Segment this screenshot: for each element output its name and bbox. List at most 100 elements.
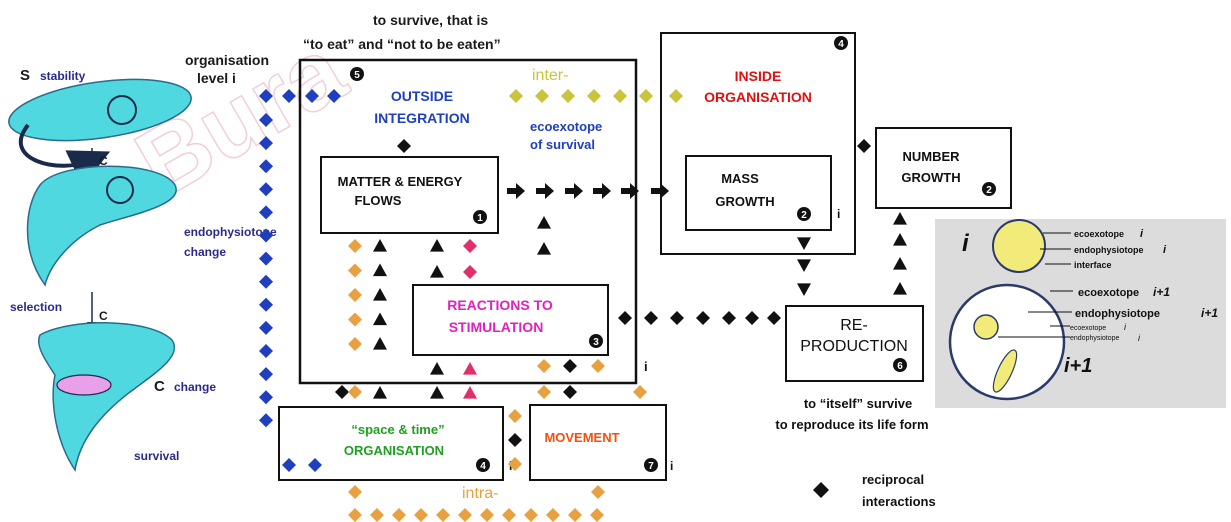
black-diamond	[857, 139, 871, 153]
stability-label: stability	[40, 69, 86, 83]
black-diamond	[563, 359, 577, 373]
orange-diamond	[633, 385, 647, 399]
reactions-line2: STIMULATION	[449, 319, 544, 335]
yellow-diamond	[561, 89, 575, 103]
black-triangle	[893, 282, 907, 295]
cell-shape-3	[38, 322, 176, 472]
inside-number: 4	[838, 39, 844, 50]
matter-number-badge	[473, 210, 487, 224]
black-triangle	[893, 212, 907, 225]
blue-diamond	[259, 251, 273, 266]
inside-line2: ORGANISATION	[704, 89, 812, 105]
black-triangle	[537, 242, 551, 255]
inset-small-ecoexotope-i: i	[1124, 322, 1127, 332]
blue-diamond	[259, 228, 273, 243]
orange-diamond	[480, 508, 494, 522]
blue-diamond	[259, 320, 273, 335]
c-label-1: C	[99, 154, 108, 168]
orange-diamond	[591, 359, 605, 373]
blue-diamond	[259, 159, 273, 174]
orange-diamond	[568, 508, 582, 522]
ecoexotope-survival-line2: of survival	[530, 137, 595, 152]
mass-line1: MASS	[721, 171, 759, 186]
inset-ecoexotope-i: i	[1140, 228, 1144, 240]
orange-diamond	[508, 457, 522, 471]
orange-diamond	[458, 508, 472, 522]
reproduction-line1: RE-	[840, 317, 868, 334]
selection-label: selection	[10, 300, 62, 314]
left-panel: S stability C endophysiotope change sele…	[8, 67, 277, 472]
black-triangle	[430, 362, 444, 375]
pink-triangle	[463, 386, 477, 399]
outside-title-line1: OUTSIDE	[391, 88, 453, 104]
inset-endophysiotope2: endophysiotope	[1075, 308, 1160, 320]
yellow-diamond	[639, 89, 653, 103]
orange-diamond	[348, 508, 362, 522]
orange-diamond	[348, 485, 362, 499]
number-line1: NUMBER	[902, 149, 960, 164]
black-triangle	[430, 265, 444, 278]
orange-diamond	[414, 508, 428, 522]
orange-diamond	[348, 263, 362, 278]
matter-number: 1	[477, 213, 483, 224]
cell-shape-2	[26, 165, 177, 287]
blue-diamond	[259, 113, 273, 127]
mass-number-badge	[797, 207, 811, 221]
reactions-number: 3	[593, 337, 599, 348]
blue-diamond	[282, 458, 296, 472]
repro-caption-line2: to reproduce its life form	[775, 417, 928, 432]
right-arrow	[621, 183, 639, 199]
nucleus-circle-2	[106, 176, 134, 204]
yellow-diamond	[509, 89, 523, 103]
inset-circle-i	[992, 219, 1046, 273]
number-number: 2	[986, 185, 992, 196]
black-triangle	[797, 259, 811, 272]
yellow-diamond	[669, 89, 683, 103]
inset-endophysiotope: endophysiotope	[1074, 245, 1144, 255]
black-triangle	[373, 288, 387, 301]
space-line2: ORGANISATION	[344, 443, 444, 458]
movement-number-badge	[644, 458, 658, 472]
black-diamond	[767, 311, 781, 325]
space-number: 4	[480, 461, 486, 472]
movement-number: 7	[648, 461, 654, 472]
nucleus-ellipse-3	[56, 374, 112, 396]
endophysiotope-label: endophysiotope	[184, 225, 277, 239]
pink-diamond	[463, 239, 477, 253]
inset-ecoexotope: ecoexotope	[1074, 229, 1124, 239]
inset-interface: interface	[1074, 260, 1112, 270]
inset-ecoexotope2-i: i+1	[1153, 285, 1170, 299]
orange-diamond	[524, 508, 538, 522]
survival-label: survival	[134, 449, 179, 463]
black-diamond	[508, 433, 522, 447]
space-number-badge	[476, 458, 490, 472]
blue-diamond	[259, 182, 273, 197]
pink-triangle	[463, 362, 477, 375]
legend-diamond	[813, 482, 829, 498]
black-diamond	[563, 385, 577, 399]
inside-line1: INSIDE	[735, 68, 782, 84]
orange-diamond	[348, 337, 362, 351]
inside-organisation-box	[660, 32, 856, 255]
orange-diamond	[370, 508, 384, 522]
reactions-box	[412, 284, 609, 356]
right-arrow	[536, 183, 554, 199]
black-diamond	[670, 311, 684, 325]
org-level-line1: organisation	[185, 52, 269, 68]
mass-number: 2	[801, 210, 807, 221]
black-diamond	[397, 139, 411, 153]
black-triangle	[797, 237, 811, 250]
inset-small-circle	[973, 314, 999, 340]
top-text-line1: to survive, that is	[373, 12, 488, 28]
c-label-3: C	[154, 378, 165, 395]
c-label-2: C	[99, 309, 108, 323]
black-triangle	[373, 263, 387, 277]
nucleus-circle-1	[107, 95, 137, 125]
number-growth-box	[875, 127, 1012, 209]
inset-small-ellipse	[992, 349, 1018, 393]
change-label-2: change	[174, 380, 216, 394]
outside-i-label: i	[644, 359, 648, 374]
blue-diamond	[259, 413, 273, 428]
repro-caption-line1: to “itself” survive	[804, 396, 912, 411]
blue-diamond	[327, 89, 341, 103]
